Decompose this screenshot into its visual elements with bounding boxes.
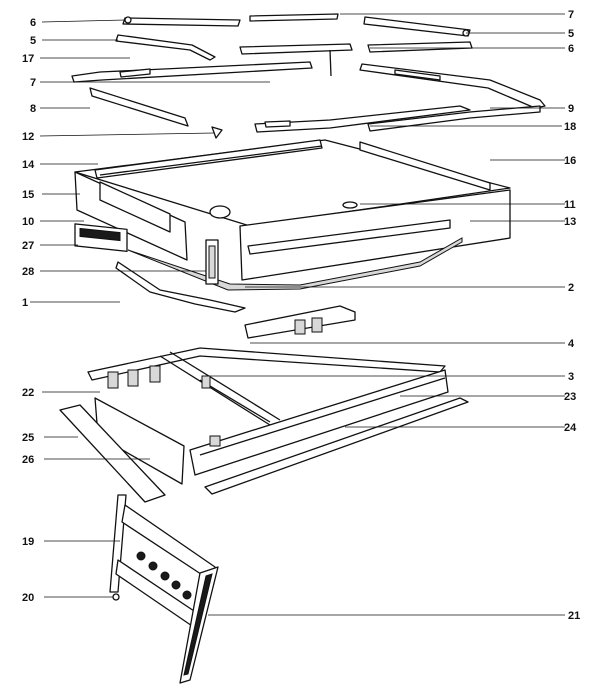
callout-20: 20 [22,592,34,604]
callout-9: 9 [568,103,574,115]
callout-13: 13 [564,216,576,228]
part-front-panel-23 [189,369,449,476]
part-foot-20 [112,593,120,601]
part-trim-24 [204,397,469,495]
callout-10: 10 [22,216,34,228]
callout-16: 16 [564,155,576,167]
callout-1: 1 [22,297,28,309]
part-cooktop-body [74,139,511,291]
part-side-bracket-left [115,34,216,61]
callout-7: 7 [568,9,574,21]
callout-23: 23 [564,391,576,403]
callout-28: 28 [22,266,34,278]
part-side-bracket-right [367,41,473,53]
part-long-rail [367,105,541,132]
part-clip [211,126,223,139]
part-top-rail-front [122,16,241,27]
callout-7: 7 [30,77,36,89]
callout-14: 14 [22,159,35,171]
part-front-rail [71,61,313,83]
callout-8: 8 [30,103,36,115]
part-side-rail-right-upper [363,16,471,37]
callout-18: 18 [564,121,576,133]
part-right-rail [359,63,546,109]
callout-2: 2 [568,282,574,294]
callout-22: 22 [22,387,34,399]
callout-26: 26 [22,454,34,466]
callout-17: 17 [22,53,34,65]
callout-4: 4 [568,338,575,350]
callout-6: 6 [30,17,36,29]
callout-27: 27 [22,240,34,252]
callout-11: 11 [564,199,576,211]
part-rear-bracket-4 [244,305,356,339]
part-left-runner [89,87,189,127]
callout-3: 3 [568,371,574,383]
callout-21: 21 [568,610,580,622]
part-end-post-21 [179,566,219,684]
callout-25: 25 [22,432,34,444]
callout-labels: 6 7 5 5 6 17 7 8 9 12 18 14 16 15 11 10 … [22,9,580,622]
part-post-28 [205,239,219,285]
part-rear-runner [254,105,471,133]
callout-12: 12 [22,131,34,143]
callout-5: 5 [30,35,36,47]
leader-lines [30,13,565,616]
part-top-rail-rear [249,13,339,22]
part-strip-25 [59,404,166,503]
part-control-knob-27 [74,223,128,253]
part-floor-pan [115,261,246,313]
callout-15: 15 [22,189,34,201]
callout-5: 5 [568,28,574,40]
callout-6: 6 [568,43,574,55]
callout-19: 19 [22,536,34,548]
part-center-bracket [239,43,353,77]
callout-24: 24 [564,422,577,434]
